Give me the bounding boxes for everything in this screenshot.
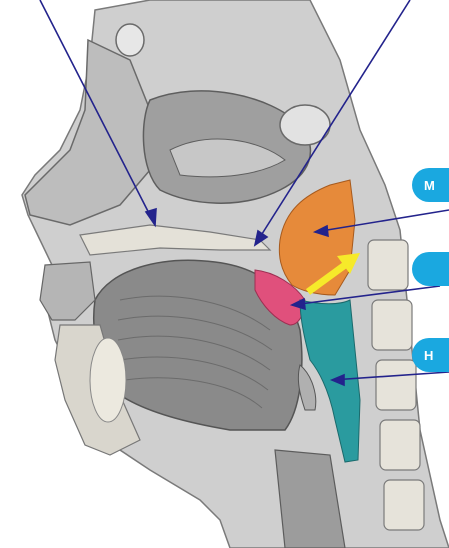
frontal-sinus	[116, 24, 144, 56]
label-callout-1-text: M	[424, 178, 435, 193]
label-callout-3: H	[412, 338, 449, 372]
chin-bone	[90, 338, 126, 422]
label-callout-2	[412, 252, 449, 286]
label-callout-3-text: H	[424, 348, 433, 363]
label-callout-1: M	[412, 168, 449, 202]
